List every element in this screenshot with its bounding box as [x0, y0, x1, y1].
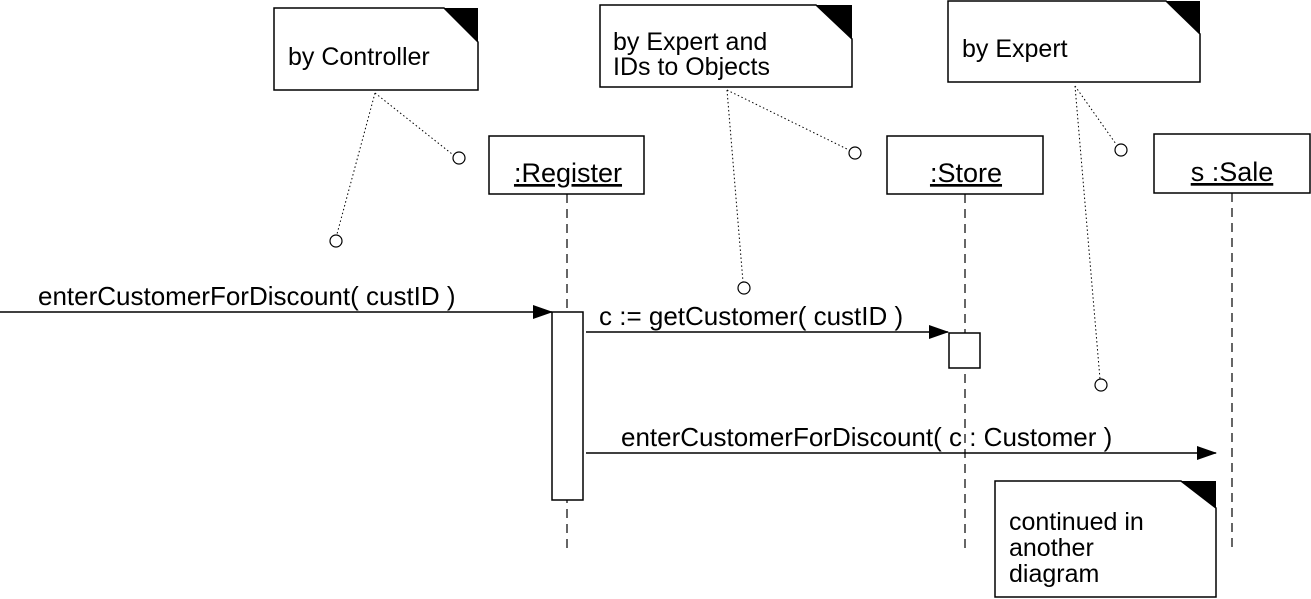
lifeline-store-label: :Store — [930, 158, 1002, 188]
note-anchor-circle — [452, 151, 466, 165]
lifeline-sale-label: s :Sale — [1191, 157, 1274, 187]
message-get-customer-label: c := getCustomer( custID ) — [599, 301, 903, 331]
message-enter-customer-label: enterCustomerForDiscount( custID ) — [38, 281, 456, 311]
lifeline-register-label: :Register — [514, 158, 622, 188]
note-by-controller-text: by Controller — [288, 43, 430, 71]
note-anchor-circle — [737, 281, 751, 295]
note-connector-expert-ids — [726, 89, 850, 283]
note-by-expert-and-ids: by Expert and IDs to Objects — [599, 4, 853, 88]
lifeline-store: :Store — [886, 135, 1044, 550]
message-enter-customer-sale: enterCustomerForDiscount( c : Customer ) — [586, 422, 1217, 460]
note-by-expert-and-ids-text: by Expert and IDs to Objects — [613, 28, 774, 81]
note-by-expert-text: by Expert — [962, 35, 1068, 63]
note-by-controller: by Controller — [273, 7, 479, 91]
note-continued: continued in another diagram — [994, 480, 1217, 598]
note-anchor-circle — [329, 234, 343, 248]
message-get-customer: c := getCustomer( custID ) — [586, 301, 949, 339]
note-connector-expert — [1074, 85, 1117, 380]
note-anchor-circle — [1094, 378, 1108, 392]
note-anchor-circle — [848, 146, 862, 160]
message-enter-customer-sale-label: enterCustomerForDiscount( c : Customer ) — [621, 422, 1112, 452]
note-connector-controller — [336, 92, 453, 235]
activation-store — [948, 332, 981, 369]
note-by-expert: by Expert — [947, 0, 1201, 83]
message-enter-customer: enterCustomerForDiscount( custID ) — [0, 281, 553, 319]
note-continued-text: continued in another diagram — [1009, 508, 1151, 588]
lifeline-sale: s :Sale — [1153, 133, 1311, 550]
note-anchor-circle — [1114, 143, 1128, 157]
lifeline-register: :Register — [488, 135, 645, 550]
activation-register — [551, 311, 584, 501]
